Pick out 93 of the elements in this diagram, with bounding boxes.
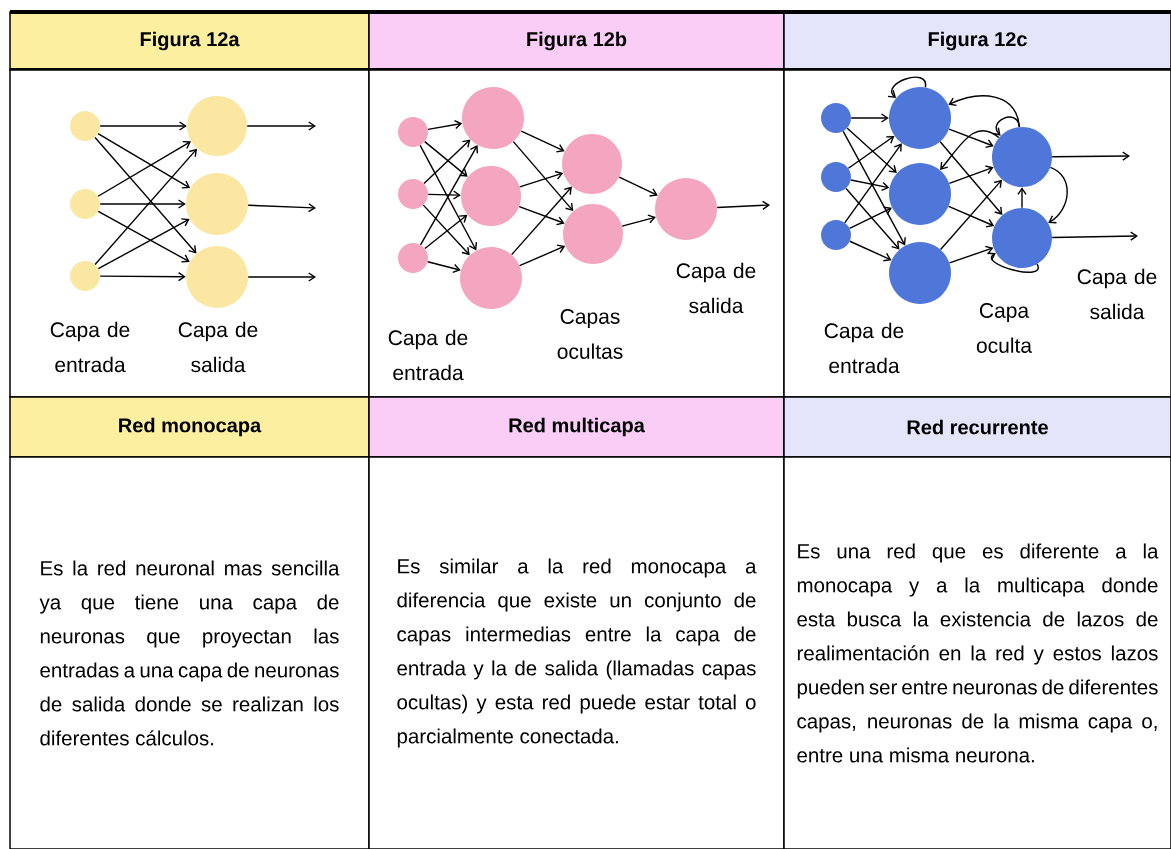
arrow: [511, 186, 572, 256]
neuron-circle: [70, 189, 100, 219]
arrow: [845, 187, 900, 250]
arrow: [247, 203, 316, 213]
arrow: [427, 261, 461, 273]
arrow: [850, 179, 890, 191]
layer-label: Capas ocultas: [557, 309, 623, 359]
arrow: [97, 133, 191, 189]
neuron-circle: [821, 220, 851, 250]
arrow: [427, 120, 463, 131]
arrow: [716, 200, 770, 211]
arrow: [939, 141, 1003, 215]
neuron-circle: [187, 96, 247, 156]
header-cell: Figura 12b: [368, 10, 785, 72]
arrow: [97, 140, 191, 197]
node-label: Es la red neuronal mas sencilla ya que tiene una capa de neuronas que proyectan las entradas a una capa de neuronas de salida donde se realizan los diferentes cálculos.: [39, 560, 340, 746]
layer-label: Capa de entrada: [50, 321, 130, 373]
neuron-circle: [460, 247, 522, 309]
header-cell: Figura 12c: [783, 10, 1171, 72]
neuron-circle: [655, 178, 717, 240]
arrow: [991, 116, 1021, 136]
arrow: [887, 76, 927, 98]
neuron-circle: [821, 162, 851, 192]
arrow: [247, 272, 316, 282]
layer-label: Capa de entrada: [388, 329, 468, 381]
arrow: [1051, 231, 1138, 241]
arrow: [97, 218, 190, 270]
arrow: [948, 128, 994, 149]
arrow: [246, 121, 316, 131]
arrow: [847, 135, 895, 169]
arrow: [518, 244, 566, 267]
neuron-circle: [992, 208, 1052, 268]
neuron-circle: [992, 127, 1052, 187]
arrow: [94, 148, 198, 266]
arrow: [947, 205, 995, 228]
layer-label: Capa de salida: [1077, 268, 1157, 320]
header-cell: Red monocapa: [9, 396, 370, 458]
arrow: [842, 130, 906, 246]
arrow: [618, 176, 658, 197]
neuron-circle: [398, 179, 428, 209]
arrow: [948, 165, 994, 185]
node-label: Es similar a la red monocapa a diferencia que existe un conjunto de capas intermedias entre la capa de entrada y la de salida (llamadas capas ocultas) y esta red puede estar total o parcialmente conectada.: [397, 558, 757, 748]
arrow: [939, 179, 1003, 251]
neuron-circle: [821, 103, 851, 133]
neuron-circle: [462, 87, 524, 149]
arrow: [99, 199, 186, 209]
neuron-circle: [70, 111, 100, 141]
layer-label: Capa de entrada: [824, 322, 904, 374]
neuron-circle: [398, 117, 428, 147]
layer-label: Capa de salida: [676, 262, 756, 314]
arrow: [519, 170, 564, 188]
neuron-circle: [889, 163, 951, 225]
neuron-circle: [461, 166, 521, 226]
arrow: [99, 121, 187, 131]
arrow: [844, 143, 902, 224]
arrow: [97, 210, 190, 263]
layer-label: Capa oculta: [976, 303, 1032, 353]
arrow: [422, 204, 470, 256]
arrow: [1051, 151, 1130, 161]
text-cell: Es la red neuronal mas sencilla ya que tiene una capa de neuronas que proyectan las entradas a una capa de neuronas de salida donde se realizan los diferentes cálculos.: [9, 456, 370, 849]
arrow: [848, 206, 892, 229]
neuron-circle: [70, 261, 100, 291]
arrow: [427, 190, 461, 200]
header-cell: Red recurrente: [783, 396, 1171, 458]
header-cell: Figura 12a: [9, 10, 370, 72]
arrow: [423, 139, 471, 185]
arrow: [518, 205, 565, 226]
arrow: [99, 272, 186, 282]
arrow: [621, 214, 656, 227]
arrow: [940, 129, 1000, 171]
arrow: [846, 127, 897, 174]
arrow: [849, 240, 892, 262]
arrow: [986, 252, 1039, 273]
arrow: [1017, 187, 1027, 209]
arrow: [1048, 166, 1068, 224]
neuron-circle: [889, 87, 951, 149]
arrow: [850, 113, 889, 123]
layer-label: Capa de salida: [178, 321, 258, 373]
neuron-circle: [398, 243, 428, 273]
arrow: [948, 245, 994, 264]
neuron-circle: [563, 204, 623, 264]
neuron-circle: [889, 242, 951, 304]
arrow: [520, 130, 565, 153]
neuron-circle: [186, 173, 248, 235]
arrow: [94, 136, 197, 254]
arrow: [424, 140, 468, 177]
text-cell: Es una red que es diferente a la monocapa y a la multicapa donde esta busca la existencia de lazos de realimentación en la red y estos lazos pueden ser entre neuronas de diferentes capas, neuronas de la misma capa o, entre una misma neurona.: [783, 456, 1171, 849]
arrow: [512, 140, 574, 212]
arrow: [424, 214, 468, 250]
text-cell: Es similar a la red monocapa a diferencia que existe un conjunto de capas intermedias entre la capa de entrada y la de salida (llamadas capas ocultas) y esta red puede estar total o parcialmente conectada.: [368, 456, 785, 849]
header-cell: Red multicapa: [368, 396, 785, 458]
neuron-circle: [186, 246, 248, 308]
neuron-circle: [562, 134, 622, 194]
